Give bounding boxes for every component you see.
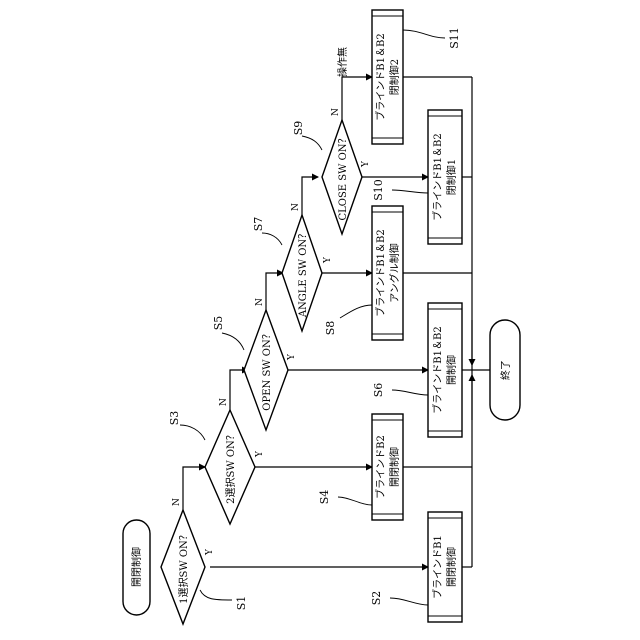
s9-no-label: N <box>331 108 341 116</box>
decision-s5-label: OPEN SW ON？ <box>262 329 273 410</box>
process-s10-line2: 閉制御1 <box>445 159 458 195</box>
step-s7: S7 <box>252 217 265 232</box>
decision-s9-label: CLOSE SW ON？ <box>338 133 349 220</box>
process-s2-line1: ブラインドB1 <box>431 535 444 599</box>
process-s6: ブラインドB1＆B2 開制御 <box>428 303 462 437</box>
decision-s1: 1選択SW ON？ <box>161 510 205 624</box>
s1-no-label: N <box>172 498 182 506</box>
end-terminal: 終了 <box>490 320 520 420</box>
process-s11-line2: 閉制御2 <box>388 59 401 95</box>
process-s11-line1: ブラインドB1＆B2 <box>374 33 387 120</box>
process-s6-line1: ブラインドB1＆B2 <box>431 326 444 413</box>
process-s8-line1: ブラインドB1＆B2 <box>374 229 387 316</box>
process-s6-line2: 開制御 <box>445 355 458 385</box>
step-s8: S8 <box>324 321 337 336</box>
no-operation-label: 操作無 <box>336 47 349 77</box>
s1-yes-label: Y <box>205 548 215 556</box>
process-s4: ブラインドB2 開閉制御 <box>372 414 403 520</box>
s3-yes-label: Y <box>255 450 265 458</box>
step-s2: S2 <box>370 591 383 606</box>
s5-yes-label: Y <box>287 353 297 361</box>
s9-yes-label: Y <box>361 160 371 168</box>
start-terminal: 開閉制御 <box>123 520 150 615</box>
decision-s7-label: ANGLE SW ON？ <box>298 229 309 318</box>
s5-no-label: N <box>255 298 265 306</box>
step-s11: S11 <box>448 27 461 49</box>
decision-s3-label: 2選択SW ON？ <box>224 430 237 504</box>
decision-s1-label: 1選択SW ON？ <box>177 530 190 604</box>
step-s1: S1 <box>235 596 248 611</box>
decision-s7: ANGLE SW ON？ <box>282 215 322 331</box>
end-label: 終了 <box>499 360 512 380</box>
step-s3: S3 <box>168 411 181 426</box>
process-s2: ブラインドB1 開閉制御 <box>428 512 462 622</box>
process-s4-line1: ブラインドB2 <box>374 435 387 499</box>
process-s2-line2: 開閉制御 <box>445 547 458 587</box>
decision-s3: 2選択SW ON？ <box>205 410 255 524</box>
start-label: 開閉制御 <box>130 547 143 587</box>
process-s4-line2: 開閉制御 <box>388 447 401 487</box>
step-s9: S9 <box>292 121 305 136</box>
decision-s5: OPEN SW ON？ <box>244 310 288 430</box>
step-s5: S5 <box>212 316 225 331</box>
step-s6: S6 <box>372 383 385 398</box>
step-references: S1 S2 S3 S4 S5 S6 S7 S8 S9 S10 S11 <box>168 27 461 610</box>
s7-yes-label: Y <box>323 256 333 264</box>
step-s4: S4 <box>318 490 331 505</box>
process-s10-line1: ブラインドB1＆B2 <box>431 133 444 220</box>
process-s11: ブラインドB1＆B2 閉制御2 <box>372 10 403 144</box>
decision-s9: CLOSE SW ON？ <box>322 120 362 234</box>
step-s10: S10 <box>372 179 385 201</box>
process-s8: ブラインドB1＆B2 アングル制御 <box>372 206 403 340</box>
s3-no-label: N <box>219 398 229 406</box>
s7-no-label: N <box>291 203 301 211</box>
process-s10: ブラインドB1＆B2 閉制御1 <box>428 110 462 244</box>
process-s8-line2: アングル制御 <box>388 243 401 303</box>
